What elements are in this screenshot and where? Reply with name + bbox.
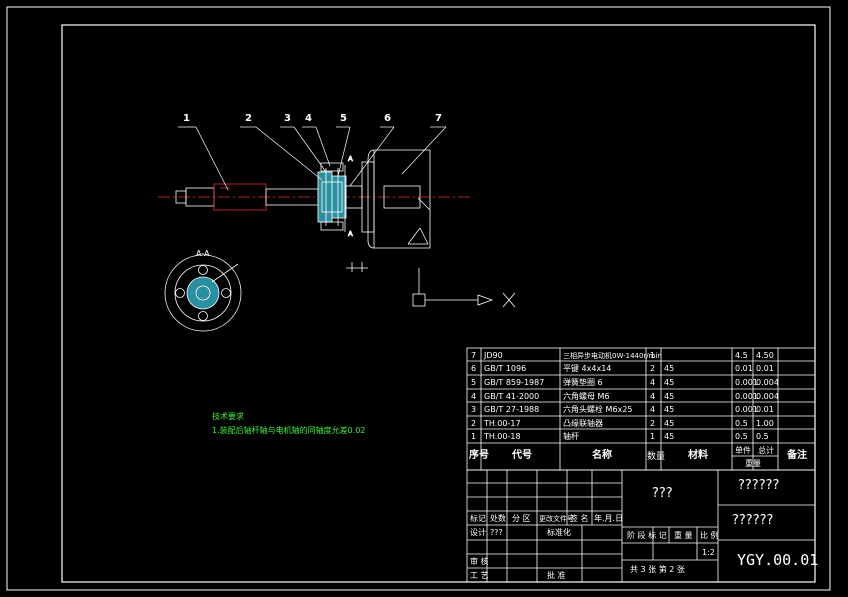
section-label: A-A	[196, 249, 210, 258]
title-right-top: ??????	[738, 478, 780, 493]
bom-code: JD90	[484, 351, 503, 360]
bom-name: 凸缘联轴器	[563, 419, 603, 428]
bom-mat: 45	[664, 432, 675, 441]
leader-lines	[178, 126, 447, 191]
design-label: 设计	[470, 528, 486, 537]
balloon-6: 6	[384, 113, 391, 124]
bom-header-note: 备注	[787, 450, 807, 461]
bom-no: 1	[471, 432, 477, 441]
title-block-grid	[466, 469, 816, 583]
bom-header-unit: 单件	[735, 446, 751, 455]
bom-mat: 45	[664, 405, 675, 414]
bom-total: 0.5	[756, 432, 769, 441]
approve-label: 批 准	[547, 571, 566, 580]
drawing-number: YGY.00.01	[737, 551, 819, 569]
scale-label: 比 例	[700, 531, 719, 540]
title-center: ???	[652, 486, 673, 501]
bom-total: 1.00	[756, 419, 774, 428]
row-label-sign: 签 名	[570, 514, 589, 523]
bom-unit: 0.5	[735, 432, 748, 441]
bom-mat: 45	[664, 364, 675, 373]
bom-total: 0.01	[756, 364, 774, 373]
bom-name: 六角螺母 M6	[563, 392, 610, 401]
row-label-count: 处数	[490, 514, 506, 523]
row-label-zone: 分 区	[512, 514, 531, 523]
balloon-3: 3	[284, 113, 291, 124]
bom-unit: 0.01	[735, 364, 753, 373]
bom-unit: 0.001	[735, 405, 758, 414]
row-label-date: 年.月.日	[594, 514, 624, 523]
bom-header-name: 名称	[592, 450, 612, 461]
balloon-2: 2	[245, 113, 252, 124]
title-right-mid: ??????	[732, 513, 774, 528]
bom-qty: 2	[650, 419, 656, 428]
bom-code: TH.00-18	[484, 432, 521, 441]
tech-title: 技术要求	[212, 412, 244, 421]
svg-text:A: A	[348, 230, 353, 238]
bom-unit: 0.5	[735, 419, 748, 428]
bom-no: 2	[471, 419, 477, 428]
scale-value: 1:2	[702, 548, 715, 557]
bom-unit: 0.001	[735, 378, 758, 387]
view-direction-symbol	[412, 268, 516, 308]
review-label: 审 核	[470, 557, 489, 566]
bom-no: 3	[471, 405, 477, 414]
tech-line-1: 1.装配后轴杆轴与电机轴的同轴度允差0.02	[212, 426, 366, 435]
bom-total: 0.01	[756, 405, 774, 414]
bom-code: GB/T 859-1987	[484, 378, 545, 387]
bom-no: 6	[471, 364, 477, 373]
bom-mat: 45	[664, 392, 675, 401]
bom-qty: 1	[650, 351, 656, 360]
process-label: 工 艺	[470, 571, 489, 580]
balloon-7: 7	[435, 113, 442, 124]
bom-no: 5	[471, 378, 477, 387]
bom-total: 4.50	[756, 351, 774, 360]
bom-no: 7	[471, 351, 477, 360]
bom-mat: 45	[664, 378, 675, 387]
bom-name: 弹簧垫圈 6	[563, 378, 603, 387]
bom-total: 0.004	[756, 392, 779, 401]
bom-header-mat: 材料	[688, 450, 708, 461]
outer-frame	[6, 6, 831, 591]
motor-part	[345, 149, 431, 272]
stage-label: 阶 段 标 记	[627, 531, 667, 540]
bom-qty: 2	[650, 364, 656, 373]
row-label-change-doc: 更改文件号	[539, 515, 574, 523]
bom-header-weight: 重量	[745, 459, 761, 468]
standard-label: 标准化	[547, 528, 571, 537]
weight-label: 重 量	[674, 531, 693, 540]
bom-header-total: 总计	[758, 446, 774, 455]
bom-total: 0.004	[756, 378, 779, 387]
bom-unit: 0.001	[735, 392, 758, 401]
bom-mat: 45	[664, 419, 675, 428]
bom-qty: 1	[650, 432, 656, 441]
bom-name: 平键 4x4x14	[563, 364, 612, 373]
balloon-5: 5	[340, 113, 347, 124]
bom-header-no: 序号	[469, 450, 489, 461]
bom-code: GB/T 1096	[484, 364, 527, 373]
coupling-part: A A	[317, 155, 353, 238]
bom-name: 三相异步电动机0W-1440r/min	[563, 352, 662, 360]
bom-unit: 4.5	[735, 351, 748, 360]
balloon-4: 4	[305, 113, 312, 124]
section-aa-view	[164, 254, 242, 332]
bom-header-code: 代号	[512, 450, 532, 461]
bom-name: 轴杆	[563, 432, 579, 441]
bom-code: TH.00-17	[484, 419, 521, 428]
bom-code: GB/T 41-2000	[484, 392, 540, 401]
inner-frame	[61, 24, 816, 583]
bom-qty: 4	[650, 378, 656, 387]
bom-code: GB/T 27-1988	[484, 405, 540, 414]
bom-header-qty: 数量	[647, 452, 666, 462]
design-value: ???	[490, 528, 503, 537]
sheets-info: 共 3 张 第 2 张	[630, 565, 685, 574]
row-label-mark: 标记	[470, 514, 486, 523]
bom-name: 六角头螺栓 M6x25	[563, 405, 633, 414]
bom-no: 4	[471, 392, 477, 401]
svg-text:A: A	[348, 155, 353, 163]
balloon-1: 1	[183, 113, 190, 124]
bom-qty: 4	[650, 405, 656, 414]
bom-qty: 4	[650, 392, 656, 401]
